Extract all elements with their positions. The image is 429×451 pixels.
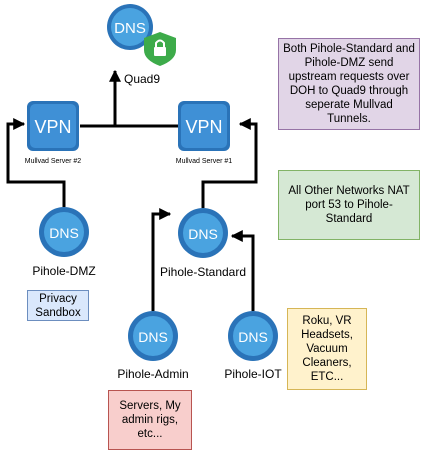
vpn-gateway-icon-inner bbox=[30, 104, 76, 148]
pihole-admin-icon-text: DNS bbox=[138, 329, 168, 345]
note-iot-devices: Roku, VR Headsets, Vacuum Cleaners, ETC.… bbox=[287, 308, 367, 390]
quad9-node[interactable]: DNS Quad9 bbox=[107, 4, 176, 86]
pihole-iot-node[interactable]: DNS Pihole-IOT bbox=[224, 311, 282, 381]
vpn-left-icon-text: VPN bbox=[34, 117, 71, 137]
pihole-standard-label: Pihole-Standard bbox=[160, 265, 246, 279]
dns-cloud-icon-inner bbox=[183, 213, 223, 253]
pihole-iot-label: Pihole-IOT bbox=[224, 367, 282, 381]
note-nat-text: All Other Networks NAT port 53 to Pihole… bbox=[288, 185, 410, 225]
vpn-right-icon-text: VPN bbox=[185, 117, 222, 137]
dns-cloud-icon-inner bbox=[111, 8, 149, 46]
dns-cloud-icon-inner bbox=[133, 316, 173, 356]
pihole-standard-icon-text: DNS bbox=[188, 226, 218, 242]
connectors bbox=[6, 69, 258, 311]
pihole-admin-label: Pihole-Admin bbox=[117, 367, 188, 381]
note-admin-devices-text: Servers, My admin rigs, etc... bbox=[119, 400, 181, 440]
shield-lock-icon bbox=[144, 32, 176, 66]
note-dmz-devices-text: Privacy Sandbox bbox=[35, 292, 81, 319]
link-standard-to-vpn-right bbox=[201, 118, 258, 208]
vpn-left-label: Mullvad Server #2 bbox=[25, 158, 82, 165]
pihole-dmz-icon-text: DNS bbox=[49, 225, 79, 241]
vpn-left-node[interactable]: VPN Mullvad Server #2 bbox=[25, 101, 82, 165]
vpn-right-label: Mullvad Server #1 bbox=[176, 158, 233, 165]
pihole-dmz-label: Pihole-DMZ bbox=[32, 264, 95, 278]
vpn-gateway-icon-inner bbox=[181, 104, 227, 148]
note-upstream: Both Pihole-Standard and Pihole-DMZ send… bbox=[278, 38, 420, 130]
note-nat: All Other Networks NAT port 53 to Pihole… bbox=[278, 170, 420, 240]
link-admin-to-standard bbox=[151, 208, 172, 311]
note-admin-devices: Servers, My admin rigs, etc... bbox=[108, 390, 192, 450]
link-iot-to-standard bbox=[230, 230, 255, 311]
pihole-standard-node[interactable]: DNS Pihole-Standard bbox=[160, 208, 246, 279]
pihole-iot-icon-text: DNS bbox=[238, 329, 268, 345]
pihole-dmz-node[interactable]: DNS Pihole-DMZ bbox=[32, 207, 96, 278]
dns-cloud-icon-inner bbox=[44, 212, 84, 252]
note-iot-devices-text: Roku, VR Headsets, Vacuum Cleaners, ETC.… bbox=[301, 315, 353, 383]
pihole-admin-node[interactable]: DNS Pihole-Admin bbox=[117, 311, 189, 381]
quad9-icon-text: DNS bbox=[114, 20, 146, 37]
note-dmz-devices: Privacy Sandbox bbox=[27, 290, 89, 321]
vpn-right-node[interactable]: VPN Mullvad Server #1 bbox=[176, 101, 233, 165]
note-upstream-text: Both Pihole-Standard and Pihole-DMZ send… bbox=[283, 43, 415, 125]
quad9-label: Quad9 bbox=[124, 72, 160, 86]
link-dmz-to-vpn-left bbox=[6, 118, 66, 207]
dns-cloud-icon-inner bbox=[233, 316, 273, 356]
